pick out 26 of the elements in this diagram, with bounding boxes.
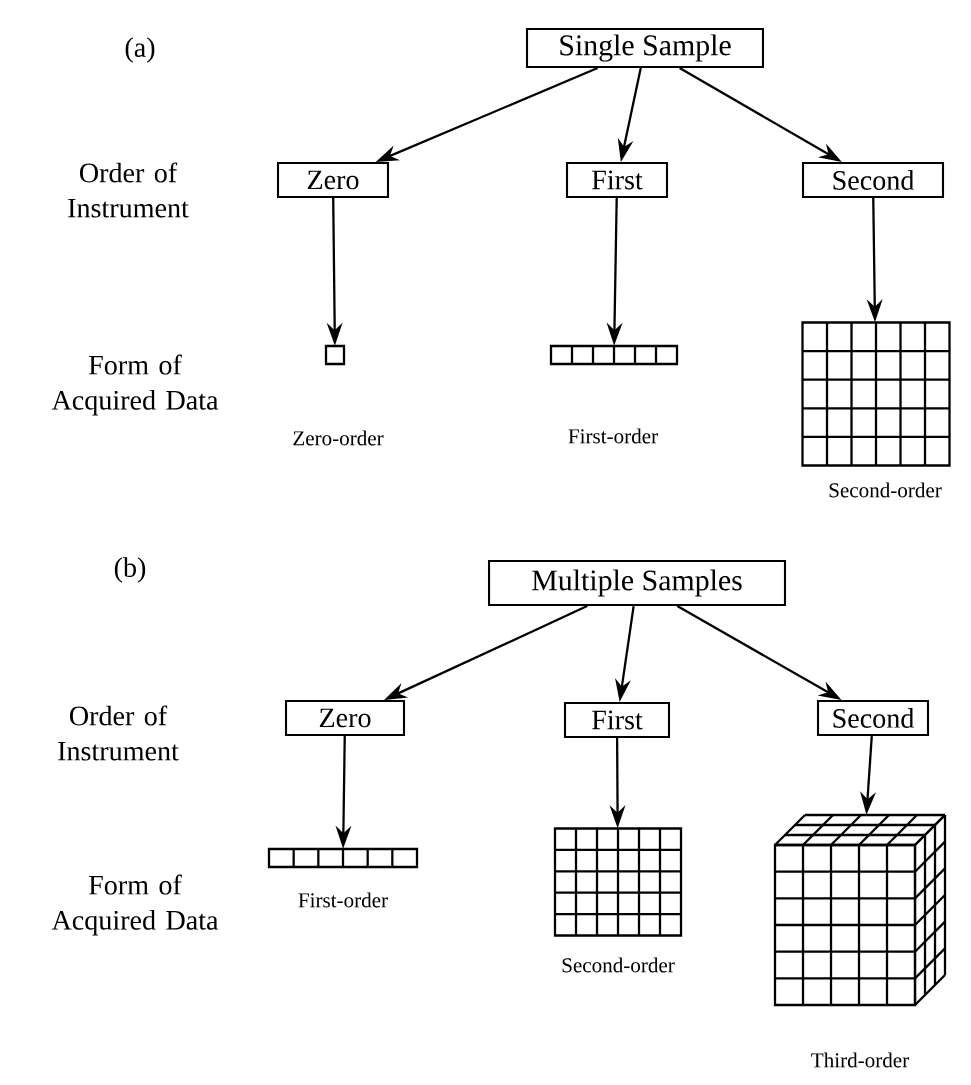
data-cube-drawing xyxy=(773,813,947,1007)
caption-text: First-order xyxy=(298,892,388,908)
caption-text: First-order xyxy=(568,428,658,444)
side-label: Order of Instrument xyxy=(58,705,179,761)
side-label: Form of Acquired Data xyxy=(51,874,219,936)
label-box: Second xyxy=(816,699,930,737)
caption-text: Second-order xyxy=(562,957,675,973)
data-square xyxy=(324,344,346,366)
caption-text: Zero-order xyxy=(293,430,384,446)
data-row xyxy=(549,344,679,366)
label-box: First xyxy=(565,161,669,199)
side-label: (b) xyxy=(114,557,146,583)
label-box: First xyxy=(563,701,671,739)
data-grid xyxy=(553,827,683,937)
label-box: Zero xyxy=(284,699,406,737)
label-box: Zero xyxy=(276,161,390,199)
label-box: Single Sample xyxy=(525,27,765,69)
side-label: Order of Instrument xyxy=(68,162,189,218)
data-grid xyxy=(801,321,951,467)
label-box: Second xyxy=(801,161,945,199)
caption-text: Third-order xyxy=(811,1052,909,1068)
caption-text: Second-order xyxy=(829,482,942,498)
side-label: Form of Acquired Data xyxy=(51,354,219,416)
label-box: Multiple Samples xyxy=(488,559,787,607)
data-row xyxy=(267,847,419,869)
side-label: (a) xyxy=(125,37,155,63)
